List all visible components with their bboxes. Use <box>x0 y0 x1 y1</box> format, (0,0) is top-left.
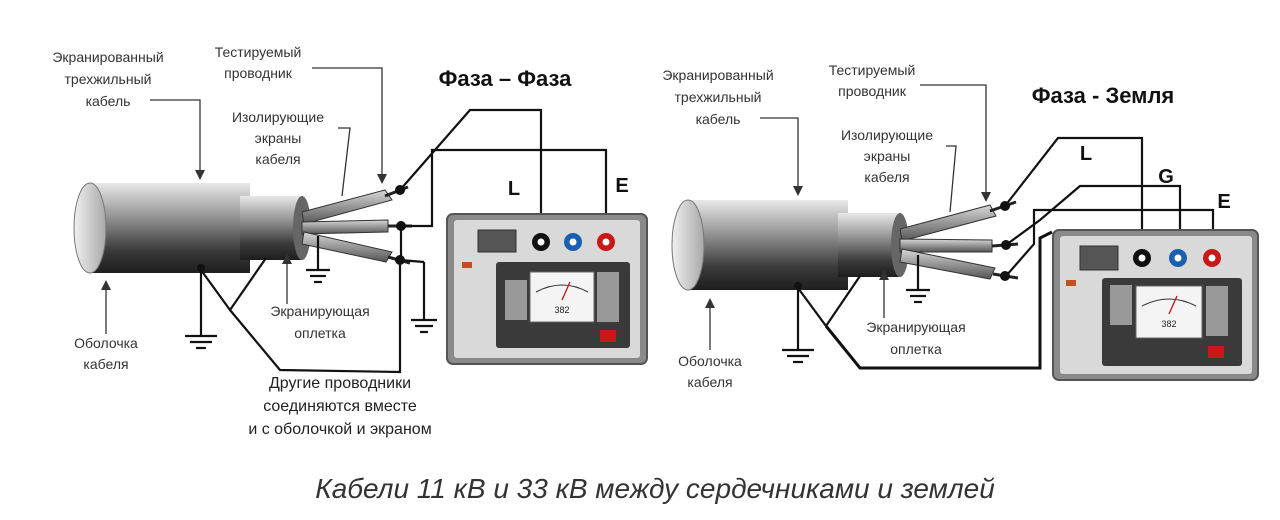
svg-text:соединяются вместе: соединяются вместе <box>263 398 417 415</box>
left-wires <box>200 108 608 374</box>
svg-text:трехжильный: трехжильный <box>675 89 762 105</box>
left-terminal-e <box>597 233 615 251</box>
svg-text:кабеля: кабеля <box>255 151 300 167</box>
svg-text:Изолирующие: Изолирующие <box>841 127 933 143</box>
svg-text:кабеля: кабеля <box>83 356 128 372</box>
right-ground-sheath <box>782 288 814 364</box>
svg-text:экраны: экраны <box>255 130 302 146</box>
svg-text:кабеля: кабеля <box>687 374 732 390</box>
left-terminal-l <box>532 233 550 251</box>
left-ground-braid <box>306 236 330 284</box>
right-term-e-label: E <box>1217 191 1230 213</box>
left-label-tested: Тестируемый проводник <box>215 44 387 184</box>
left-label-cable: Экранированный трехжильный кабель <box>52 49 205 180</box>
right-label-braid: Экранирующая оплетка <box>866 270 966 357</box>
right-term-l-label: L <box>1080 143 1092 165</box>
left-cable <box>73 182 412 274</box>
svg-text:кабель: кабель <box>696 111 741 127</box>
right-terminal-l <box>1133 249 1151 267</box>
left-label-braid: Экранирующая оплетка <box>270 254 370 341</box>
left-label-sheath: Оболочка кабеля <box>74 280 138 372</box>
left-label-screens: Изолирующие экраны кабеля <box>232 109 351 197</box>
svg-text:Оболочка: Оболочка <box>678 353 742 369</box>
left-meter: 382 <box>446 213 648 365</box>
svg-text:Тестируемый: Тестируемый <box>215 44 302 60</box>
left-title: Фаза – Фаза <box>439 66 573 91</box>
svg-text:Изолирующие: Изолирующие <box>232 109 324 125</box>
right-terminal-g <box>1169 249 1187 267</box>
svg-text:кабеля: кабеля <box>864 169 909 185</box>
right-title: Фаза - Земля <box>1032 83 1175 108</box>
svg-text:Экранированный: Экранированный <box>662 67 773 83</box>
right-meter: 382 <box>1052 229 1259 381</box>
left-term-l-label: L <box>508 178 520 200</box>
right-label-sheath: Оболочка кабеля <box>678 298 742 390</box>
left-diagram: 382 Фаза – Фаза L E Экранированный трехж… <box>52 44 648 438</box>
svg-text:оплетка: оплетка <box>890 341 942 357</box>
svg-text:Другие проводники: Другие проводники <box>269 375 411 392</box>
svg-text:Экранированный: Экранированный <box>52 49 163 65</box>
svg-text:проводник: проводник <box>224 65 293 81</box>
svg-text:Оболочка: Оболочка <box>74 335 138 351</box>
svg-text:трехжильный: трехжильный <box>65 71 152 87</box>
caption-band <box>0 462 1280 520</box>
left-ground-right <box>399 258 437 334</box>
right-cable <box>671 199 1019 291</box>
left-terminal-g <box>564 233 582 251</box>
svg-text:Тестируемый: Тестируемый <box>829 62 916 78</box>
svg-text:Экранирующая: Экранирующая <box>270 303 369 319</box>
right-terminal-e <box>1203 249 1221 267</box>
svg-text:Экранирующая: Экранирующая <box>866 319 965 335</box>
svg-text:оплетка: оплетка <box>294 325 346 341</box>
svg-text:экраны: экраны <box>864 148 911 164</box>
svg-text:и с оболочкой и экраном: и с оболочкой и экраном <box>248 421 431 438</box>
left-ground-sheath <box>185 270 217 350</box>
right-diagram: 382 Фаза - Земля L G E Экранированный тр… <box>662 62 1259 390</box>
svg-text:проводник: проводник <box>838 83 907 99</box>
left-label-others: Другие проводники соединяются вместе и с… <box>248 375 431 438</box>
right-wires <box>797 136 1215 370</box>
caption: Кабели 11 кВ и 33 кВ между сердечниками … <box>315 473 995 504</box>
left-meter-reading: 382 <box>554 305 569 315</box>
right-meter-reading: 382 <box>1161 319 1176 329</box>
right-term-g-label: G <box>1158 166 1174 188</box>
right-label-tested: Тестируемый проводник <box>829 62 991 202</box>
right-ground-braid <box>906 255 930 304</box>
right-label-screens: Изолирующие экраны кабеля <box>841 127 957 213</box>
right-label-cable: Экранированный трехжильный кабель <box>662 67 803 196</box>
left-term-e-label: E <box>615 175 628 197</box>
svg-text:кабель: кабель <box>86 93 131 109</box>
